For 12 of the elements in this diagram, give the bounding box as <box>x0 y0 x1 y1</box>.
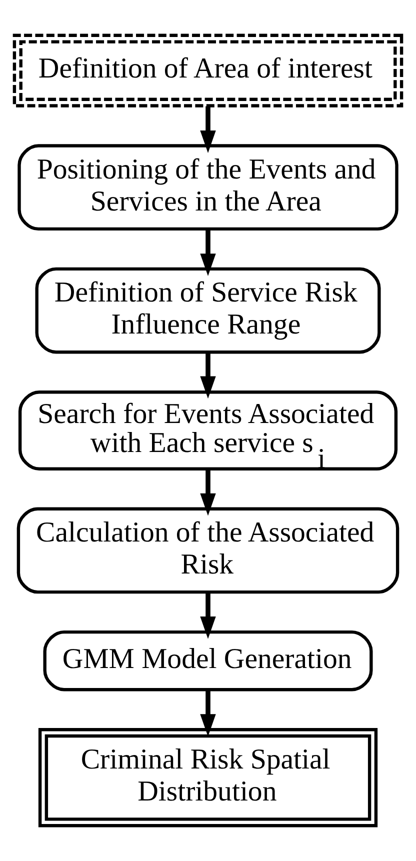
node-box: GMM Model Generation <box>43 630 373 692</box>
arrow <box>200 352 216 399</box>
node-box: Criminal Risk Spatial Distribution <box>38 728 378 828</box>
arrow <box>200 592 216 639</box>
arrow <box>200 230 216 276</box>
node-box: Definition of Area of interest <box>12 34 404 108</box>
arrow <box>200 690 216 737</box>
arrow <box>200 106 216 153</box>
arrow <box>200 469 216 516</box>
node-box: Calculation of the Associated Risk <box>16 507 400 594</box>
node-box: Positioning of the Events and Services in the Area <box>18 144 398 231</box>
node-box: Definition of Service Risk Influence Range <box>35 267 381 354</box>
